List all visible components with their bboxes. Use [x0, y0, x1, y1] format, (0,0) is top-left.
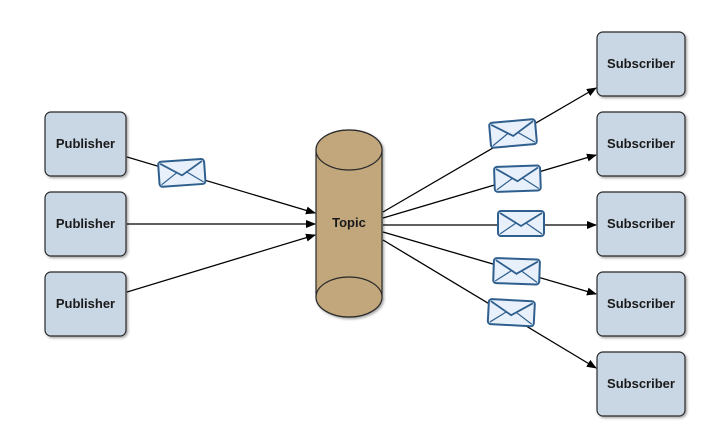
edge-topic-to-subscriber-4: [382, 231, 597, 296]
edge-publisher-1-to-topic: [126, 156, 316, 215]
edge-topic-to-subscriber-2: [382, 153, 597, 219]
envelope-icon: [492, 257, 541, 286]
envelope-icon: [488, 118, 538, 149]
subscriber-node: [596, 111, 686, 177]
publisher-label: Publisher: [56, 296, 115, 311]
topic-cylinder-top: [315, 129, 383, 171]
envelope-icon: [157, 157, 207, 188]
subscriber-label: Subscriber: [607, 136, 675, 151]
topic-label: Topic: [332, 215, 366, 230]
publisher-node: [44, 271, 127, 337]
topic-node: [315, 129, 383, 318]
subscriber-node: [596, 271, 686, 337]
subscriber-node: [596, 191, 686, 257]
subscriber-label: Subscriber: [607, 296, 675, 311]
edge-publisher-3-to-topic: [126, 233, 316, 293]
subscriber-node: [596, 351, 686, 417]
envelope-icon: [486, 298, 536, 328]
subscriber-label: Subscriber: [607, 56, 675, 71]
publishers: Publisher Publisher Publisher: [44, 111, 127, 337]
publisher-node: [44, 111, 127, 177]
publisher-label: Publisher: [56, 216, 115, 231]
subscriber-node: [596, 31, 686, 97]
subscribers: Subscriber Subscriber Subscriber Subscri…: [596, 31, 686, 417]
messages: [157, 118, 545, 328]
envelope-icon: [497, 210, 545, 237]
edge-topic-to-subscriber-1: [382, 87, 597, 213]
edges: [126, 87, 597, 369]
publisher-node: [44, 191, 127, 257]
subscriber-label: Subscriber: [607, 216, 675, 231]
topic-cylinder-bottom-face: [315, 276, 383, 318]
publisher-label: Publisher: [56, 136, 115, 151]
envelope-icon: [493, 164, 542, 193]
subscriber-label: Subscriber: [607, 376, 675, 391]
